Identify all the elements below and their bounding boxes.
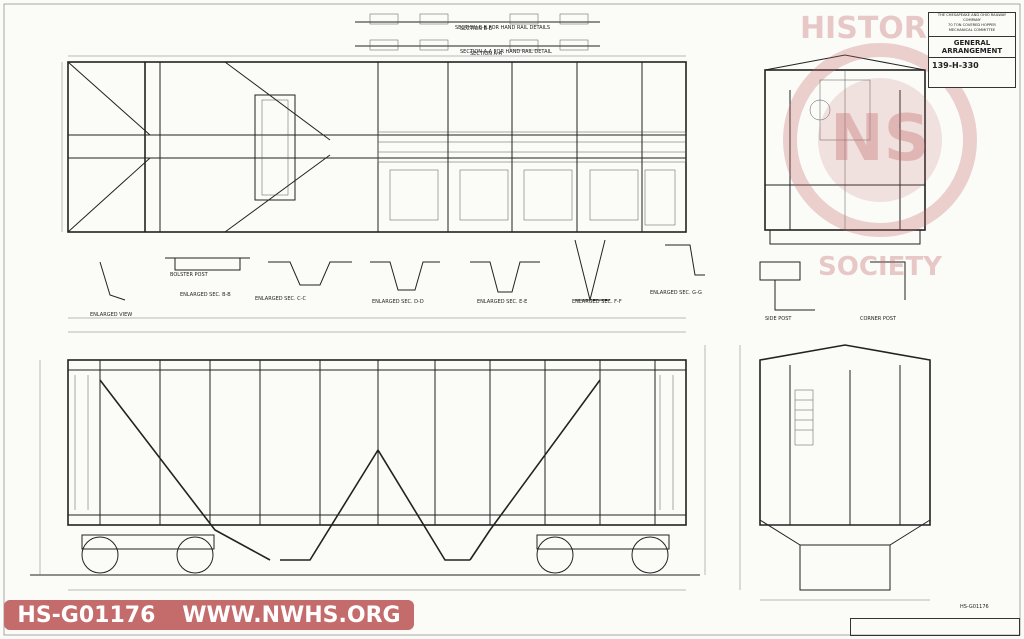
caption-enlarged-f: ENLARGED SEC. F-F — [572, 299, 622, 305]
watermark-society: SOCIETY — [818, 252, 943, 282]
title-block: THE CHESAPEAKE AND OHIO RAILWAY COMPANY … — [928, 12, 1016, 88]
caption-enlarged-g: ENLARGED SEC. G-G — [650, 290, 702, 296]
side-elevation — [30, 317, 706, 591]
caption-corner-post: CORNER POST — [860, 316, 897, 322]
caption-enlarged-e: ENLARGED SEC. E-E — [477, 299, 528, 305]
watermark-letters: NS — [830, 102, 930, 176]
caption-bolster-post: BOLSTER POST — [170, 272, 208, 278]
sheet-border — [3, 3, 1021, 636]
end-section — [739, 344, 931, 601]
svg-text:SECTION A-A: SECTION A-A — [470, 51, 503, 57]
end-view-top — [764, 54, 926, 245]
society-url[interactable]: WWW.NWHS.ORG — [182, 602, 401, 628]
title-block-line2: 70 TON COVERED HOPPER — [948, 23, 996, 27]
corner-archive-id: HS-G01176 — [960, 604, 989, 610]
watermark-logo: NS HISTORIC SOCIETY — [783, 11, 977, 282]
title-block-line1: THE CHESAPEAKE AND OHIO RAILWAY COMPANY — [937, 13, 1007, 22]
drawing-title: GENERAL ARRANGEMENT — [929, 36, 1015, 58]
archive-id: HS-G01176 — [17, 602, 156, 628]
archive-id-badge: HS-G01176 WWW.NWHS.ORG — [4, 600, 414, 630]
caption-section-a: SECTION A-A FOR HAND RAIL DETAIL — [460, 49, 552, 55]
caption-enlarged-b: ENLARGED SEC. B-B — [180, 292, 231, 298]
caption-section-b: SECTION B-B FOR HAND RAIL DETAILS — [455, 25, 550, 31]
section-details-row — [99, 239, 906, 311]
drawing-number: 139-H-330 — [932, 61, 979, 70]
top-view-plan — [61, 55, 687, 233]
caption-enlarged-c: ENLARGED SEC. C-C — [255, 296, 306, 302]
title-block-line3: MECHANICAL COMMITTEE — [948, 28, 996, 32]
caption-enlarged-d: ENLARGED SEC. D-D — [372, 299, 424, 305]
caption-enlarged-view: ENLARGED VIEW — [90, 312, 133, 318]
svg-text:SECTION B-B: SECTION B-B — [460, 26, 493, 32]
bottom-stamp-box — [850, 618, 1020, 636]
caption-side-post: SIDE POST — [765, 316, 792, 322]
